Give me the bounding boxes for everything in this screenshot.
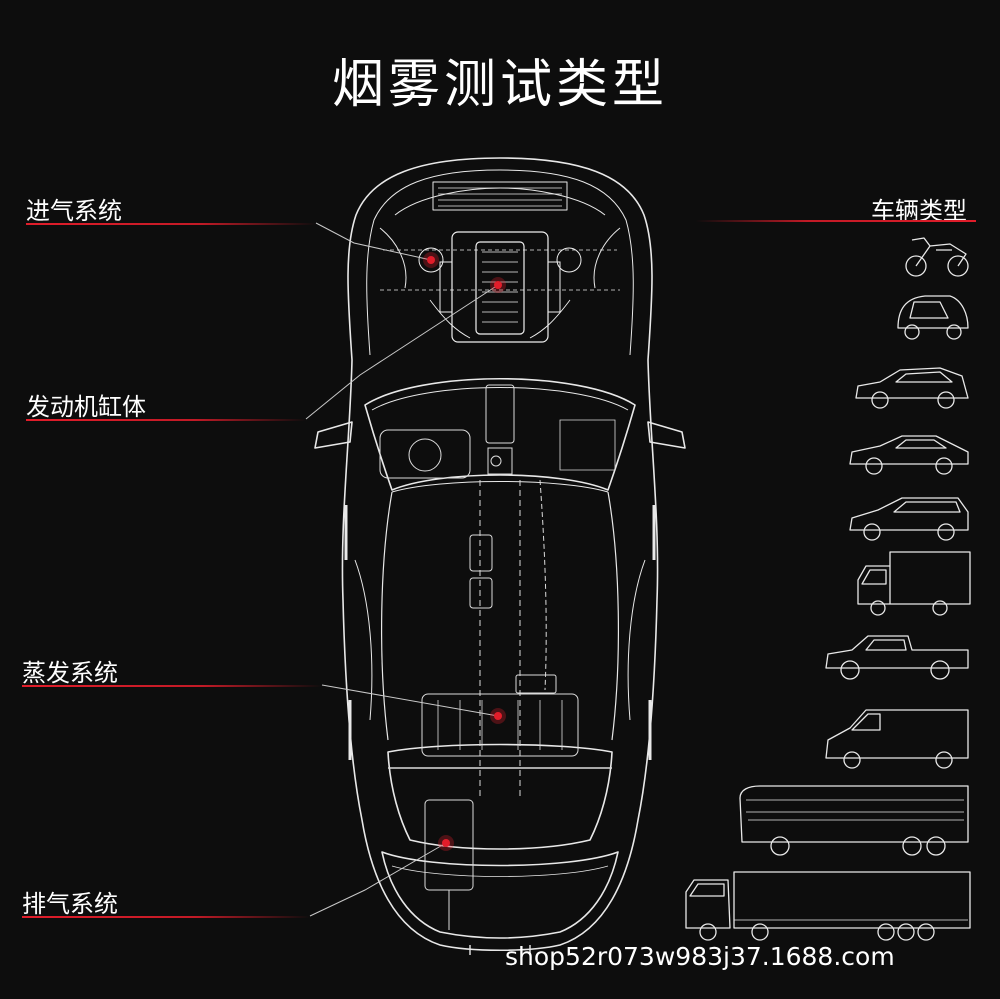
car-wireframe [314, 157, 686, 955]
engine-wireframe [418, 231, 582, 343]
box-truck-icon [857, 551, 971, 616]
underline-intake [26, 223, 316, 225]
callout-line-engine [305, 284, 499, 420]
marker-exhaust [442, 839, 450, 847]
callout-line-evap [321, 684, 499, 717]
motorcycle-icon [905, 237, 969, 277]
marker-engine [494, 281, 502, 289]
underline-evap [22, 685, 322, 687]
underline-vehicle-types [696, 220, 976, 222]
callout-line-exhaust [309, 842, 447, 917]
underline-exhaust [22, 916, 310, 918]
page-title: 烟雾测试类型 [331, 55, 668, 115]
wagon-icon [849, 497, 969, 541]
marker-intake [427, 256, 435, 264]
smart-car-icon [897, 295, 969, 340]
pickup-icon [825, 635, 969, 680]
marker-evap [494, 712, 502, 720]
label-intake-system: 进气系统 [26, 197, 122, 225]
sedan-icon [849, 435, 969, 475]
drivetrain-wireframe [379, 384, 616, 930]
label-engine-block: 发动机缸体 [26, 393, 146, 421]
callout-markers [423, 252, 506, 851]
callout-lines [305, 222, 499, 917]
hatchback-icon [855, 367, 969, 409]
van-icon [825, 709, 969, 769]
coach-bus-icon [739, 785, 969, 856]
watermark: shop52r073w983j37.1688.com [505, 942, 895, 971]
callout-line-intake [315, 222, 432, 261]
semi-truck-icon [685, 871, 971, 941]
label-exhaust-system: 排气系统 [22, 890, 118, 918]
underline-engine [26, 419, 306, 421]
label-evap-system: 蒸发系统 [22, 659, 118, 687]
